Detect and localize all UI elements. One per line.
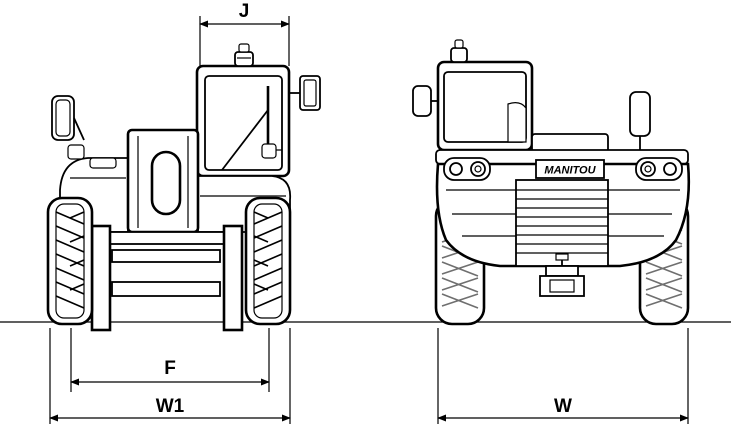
front-right-tyre [244, 196, 292, 326]
rear-right-mirror [629, 91, 651, 154]
rear-left-light [443, 157, 491, 181]
rear-grille [515, 179, 609, 267]
front-carriage [90, 224, 244, 332]
front-left-tyre [46, 196, 94, 326]
front-body [59, 143, 292, 233]
rear-engine-cover [435, 133, 689, 165]
brand-plate: MANITOU [535, 159, 605, 179]
dimension-f: F [70, 328, 270, 392]
rear-view-machine: MANITOU [412, 39, 691, 326]
dimension-w: W [437, 328, 689, 424]
front-beacon [234, 43, 254, 67]
front-cab [195, 64, 291, 178]
rear-right-light [635, 157, 683, 181]
dimension-j-label: J [239, 1, 250, 22]
dimension-w1: W1 [49, 328, 291, 424]
dimension-w-label: W [554, 396, 572, 417]
dimension-f-label: F [164, 358, 176, 379]
dimension-j: J [199, 1, 290, 66]
front-view-machine [46, 43, 321, 332]
rear-tow-hitch [539, 253, 585, 297]
rear-cab [436, 60, 534, 152]
dimension-w1-label: W1 [156, 396, 185, 417]
front-left-mirror [51, 95, 85, 141]
rear-left-mirror [412, 85, 438, 117]
front-boom [126, 128, 200, 234]
rear-beacon [450, 39, 468, 63]
brand-plate-text: MANITOU [544, 165, 596, 177]
front-right-mirror [289, 75, 321, 111]
